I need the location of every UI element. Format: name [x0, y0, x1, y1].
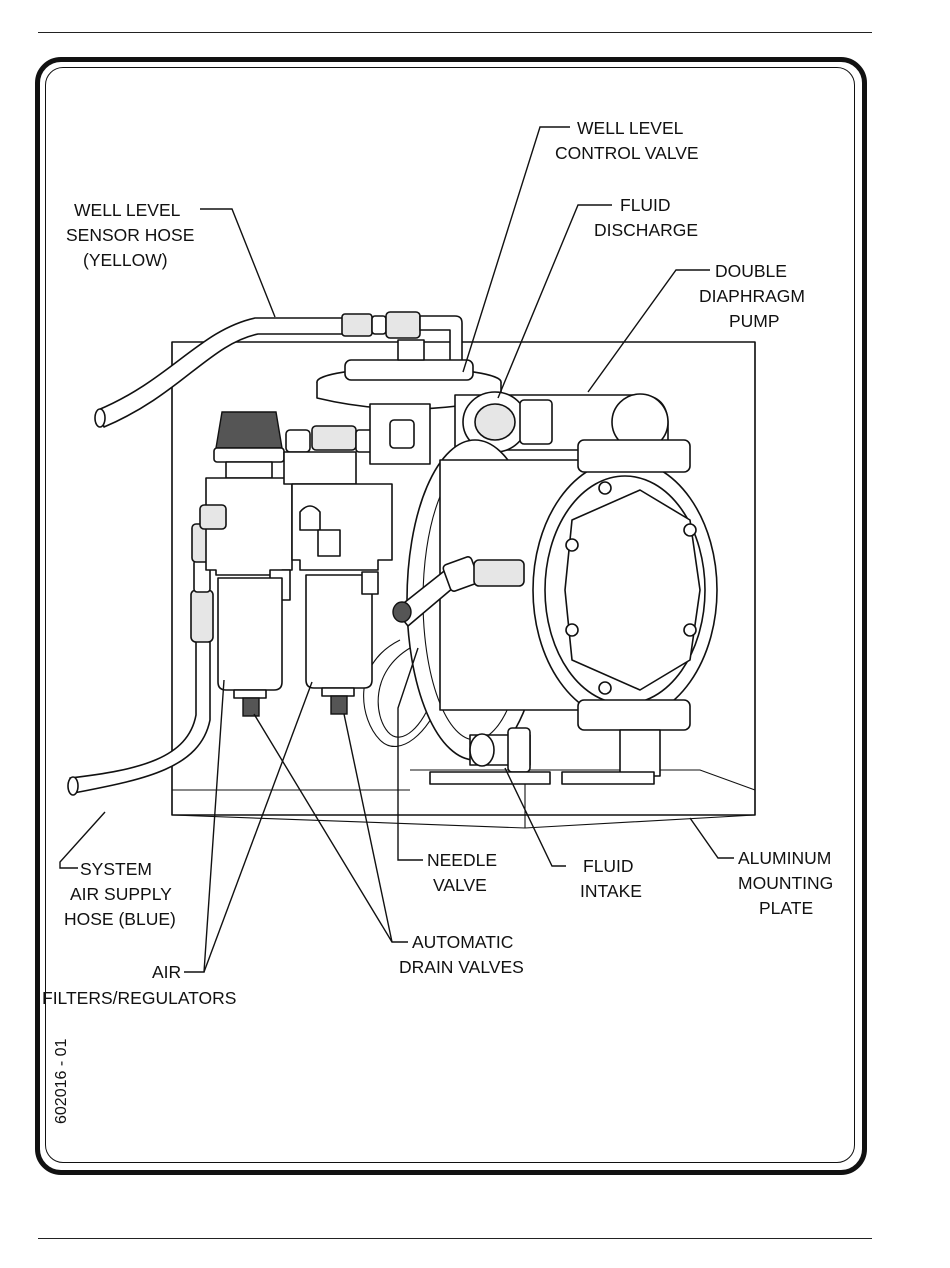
- label-nv-1: NEEDLE: [427, 850, 497, 870]
- label-afr-2: FILTERS/REGULATORS: [42, 988, 236, 1008]
- label-amp-3: PLATE: [759, 898, 813, 918]
- callout-aluminum-mounting-plate: ALUMINUM MOUNTING PLATE: [738, 848, 833, 918]
- label-ddp-1: DOUBLE: [715, 261, 787, 281]
- callout-fluid-intake: FLUID INTAKE: [580, 856, 642, 901]
- label-wlsh-1: WELL LEVEL: [74, 200, 181, 220]
- callout-well-level-control-valve: WELL LEVEL CONTROL VALVE: [555, 118, 699, 163]
- callout-automatic-drain-valves: AUTOMATIC DRAIN VALVES: [399, 932, 524, 977]
- label-wlsh-3: (YELLOW): [83, 250, 168, 270]
- callout-well-level-sensor-hose: WELL LEVEL SENSOR HOSE (YELLOW): [66, 200, 194, 270]
- label-fi-2: INTAKE: [580, 881, 642, 901]
- label-afr-1: AIR: [152, 962, 181, 982]
- figure-number: 602016 - 01: [53, 1038, 70, 1124]
- label-adv-2: DRAIN VALVES: [399, 957, 524, 977]
- label-nv-2: VALVE: [433, 875, 487, 895]
- label-sash-3: HOSE (BLUE): [64, 909, 176, 929]
- label-sash-1: SYSTEM: [80, 859, 152, 879]
- callout-air-filters-regulators: AIR FILTERS/REGULATORS: [42, 962, 236, 1008]
- label-ddp-3: PUMP: [729, 311, 780, 331]
- label-amp-1: ALUMINUM: [738, 848, 831, 868]
- label-fi-1: FLUID: [583, 856, 634, 876]
- label-fd-2: DISCHARGE: [594, 220, 698, 240]
- label-wlsh-2: SENSOR HOSE: [66, 225, 194, 245]
- label-wlcv-2: CONTROL VALVE: [555, 143, 699, 163]
- label-wlcv-1: WELL LEVEL: [577, 118, 684, 138]
- label-amp-2: MOUNTING: [738, 873, 833, 893]
- callout-double-diaphragm-pump: DOUBLE DIAPHRAGM PUMP: [699, 261, 805, 331]
- callout-fluid-discharge: FLUID DISCHARGE: [594, 195, 698, 240]
- label-fd-1: FLUID: [620, 195, 671, 215]
- callout-system-air-supply-hose: SYSTEM AIR SUPPLY HOSE (BLUE): [64, 859, 176, 929]
- label-sash-2: AIR SUPPLY: [70, 884, 172, 904]
- label-ddp-2: DIAPHRAGM: [699, 286, 805, 306]
- callout-needle-valve: NEEDLE VALVE: [427, 850, 497, 895]
- label-adv-1: AUTOMATIC: [412, 932, 513, 952]
